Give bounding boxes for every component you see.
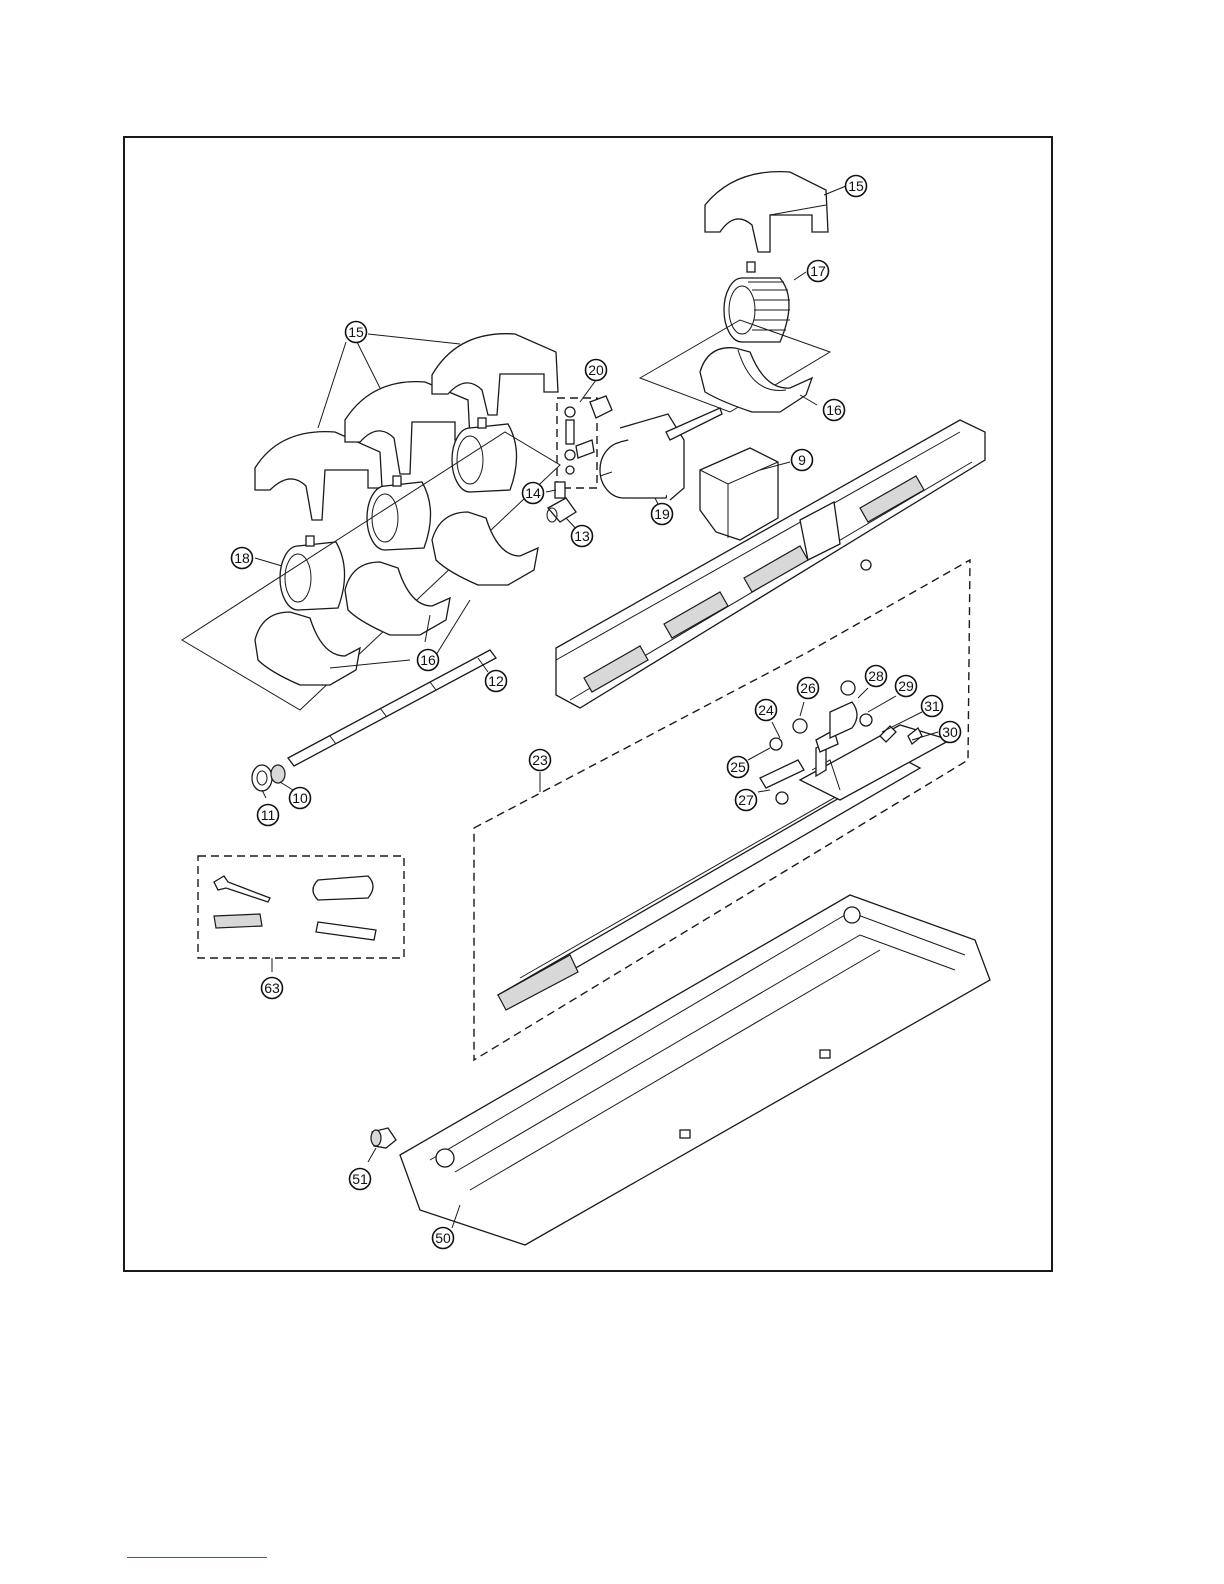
callout-part-15: 15 [346, 322, 367, 343]
motor-cover [700, 448, 778, 540]
callout-label: 25 [730, 759, 746, 775]
callout-label: 23 [532, 752, 548, 768]
callout-part-16: 16 [418, 650, 439, 671]
callout-part-51: 51 [350, 1169, 371, 1190]
callout-part-19: 19 [652, 504, 673, 525]
drain-cap [371, 1128, 396, 1148]
callout-part-25: 25 [728, 757, 749, 778]
callout-label: 15 [348, 324, 364, 340]
callout-part-11: 11 [258, 805, 279, 826]
callout-label: 10 [292, 790, 308, 806]
callout-part-28: 28 [866, 666, 887, 687]
motor-coupling [547, 498, 576, 522]
callout-part-20: 20 [586, 360, 607, 381]
callout-part-18: 18 [232, 548, 253, 569]
callout-label: 31 [924, 698, 940, 714]
callout-label: 16 [826, 402, 842, 418]
callout-part-27: 27 [736, 790, 757, 811]
callout-label: 17 [810, 263, 826, 279]
callout-part-63: 63 [262, 978, 283, 999]
callout-part-14: 14 [523, 483, 544, 504]
callout-part-50: 50 [433, 1228, 454, 1249]
callout-label: 29 [898, 678, 914, 694]
callout-part-15: 15 [846, 176, 867, 197]
callout-label: 26 [800, 680, 816, 696]
callout-part-9: 9 [792, 450, 813, 471]
callout-label: 9 [798, 452, 806, 468]
fan-wheel-upper [724, 262, 790, 342]
callout-label: 19 [654, 506, 670, 522]
callout-label: 13 [574, 528, 590, 544]
drain-pan [400, 895, 990, 1245]
callout-label: 11 [261, 807, 276, 823]
callout-part-29: 29 [896, 676, 917, 697]
callout-part-17: 17 [808, 261, 829, 282]
callout-part-13: 13 [572, 526, 593, 547]
blower-housing-upper-single [705, 172, 828, 252]
callout-part-10: 10 [290, 788, 311, 809]
callout-part-12: 12 [486, 671, 507, 692]
callout-label: 51 [352, 1171, 368, 1187]
callout-label: 24 [758, 702, 774, 718]
callout-label: 20 [588, 362, 604, 378]
callout-label: 30 [942, 724, 958, 740]
callout-part-31: 31 [922, 696, 943, 717]
callout-part-16: 16 [824, 400, 845, 421]
callout-part-23: 23 [530, 750, 551, 771]
callout-label: 50 [435, 1230, 451, 1246]
coupling-nut [555, 482, 565, 498]
callout-label: 15 [848, 178, 864, 194]
callout-label: 63 [264, 980, 280, 996]
footer-rule [127, 1557, 267, 1558]
callout-label: 18 [234, 550, 250, 566]
callout-part-26: 26 [798, 678, 819, 699]
callout-part-24: 24 [756, 700, 777, 721]
callout-label: 12 [488, 673, 504, 689]
bearing-holder [252, 765, 272, 791]
callout-part-30: 30 [940, 722, 961, 743]
bearing [271, 765, 285, 783]
callout-label: 16 [420, 652, 436, 668]
callout-label: 27 [738, 792, 754, 808]
blower-housing-left [255, 432, 382, 520]
callout-label: 14 [525, 485, 541, 501]
accessory-kit [198, 856, 404, 958]
callout-label: 28 [868, 668, 884, 684]
